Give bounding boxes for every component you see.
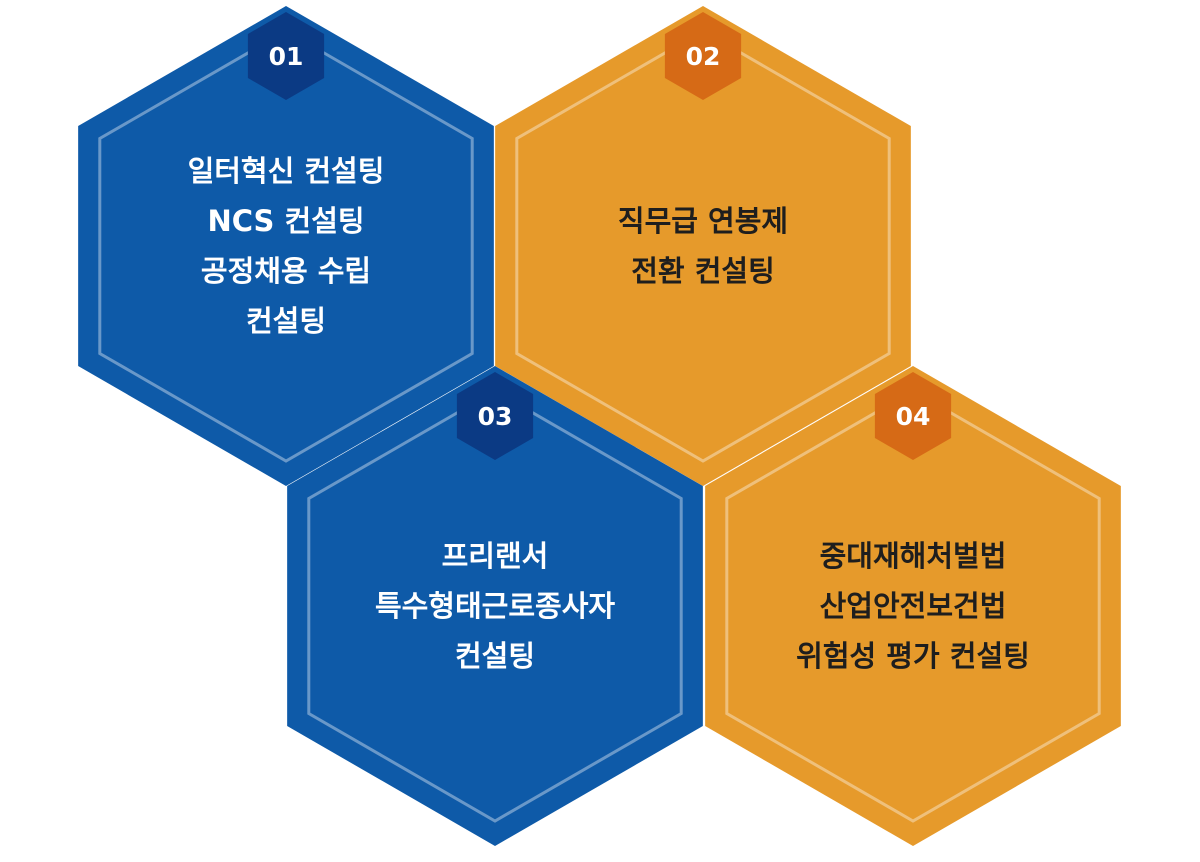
badge-04-shape <box>874 372 952 460</box>
badge-01-number: 01 <box>269 42 304 71</box>
hexagon-03-line-2: 특수형태근로종사자 <box>375 589 615 623</box>
hexagon-04-outline <box>725 389 1101 823</box>
badge-04-number: 04 <box>896 402 931 431</box>
badge-03-number: 03 <box>478 402 513 431</box>
badge-02-shape <box>664 12 742 100</box>
hexagon-03-outline <box>307 389 683 823</box>
badge-03-shape <box>456 372 534 460</box>
hexagon-02-line-2: 전환 컨설팅 <box>631 254 775 288</box>
hexagon-04-line-2: 산업안전보건법 <box>820 589 1007 623</box>
hexagon-02-line-1: 직무급 연봉제 <box>618 204 788 238</box>
badge-03: 03 <box>456 372 534 460</box>
hexagon-02-body <box>495 6 911 486</box>
hexagon-04-line-1: 중대재해처벌법 <box>820 539 1007 573</box>
hexagon-04-body <box>705 366 1121 846</box>
badge-02: 02 <box>664 12 742 100</box>
badge-04: 04 <box>874 372 952 460</box>
hexagon-01-body <box>78 6 494 486</box>
hexagon-01-line-2: NCS 컨설팅 <box>207 204 364 238</box>
hexagon-01-outline <box>98 29 474 463</box>
hexagon-02-outline <box>515 29 891 463</box>
hexagon-03-body <box>287 366 703 846</box>
hexagon-01-line-3: 공정채용 수립 <box>201 254 371 288</box>
hexagon-04-line-3: 위험성 평가 컨설팅 <box>796 639 1030 673</box>
badge-01-shape <box>247 12 325 100</box>
hexagon-03-line-1: 프리랜서 <box>442 539 549 573</box>
badge-02-number: 02 <box>686 42 721 71</box>
hexagon-01-line-4: 컨설팅 <box>246 304 326 338</box>
badge-01: 01 <box>247 12 325 100</box>
hexagon-03-line-3: 컨설팅 <box>455 639 535 673</box>
hexagon-01-line-1: 일터혁신 컨설팅 <box>188 154 385 188</box>
